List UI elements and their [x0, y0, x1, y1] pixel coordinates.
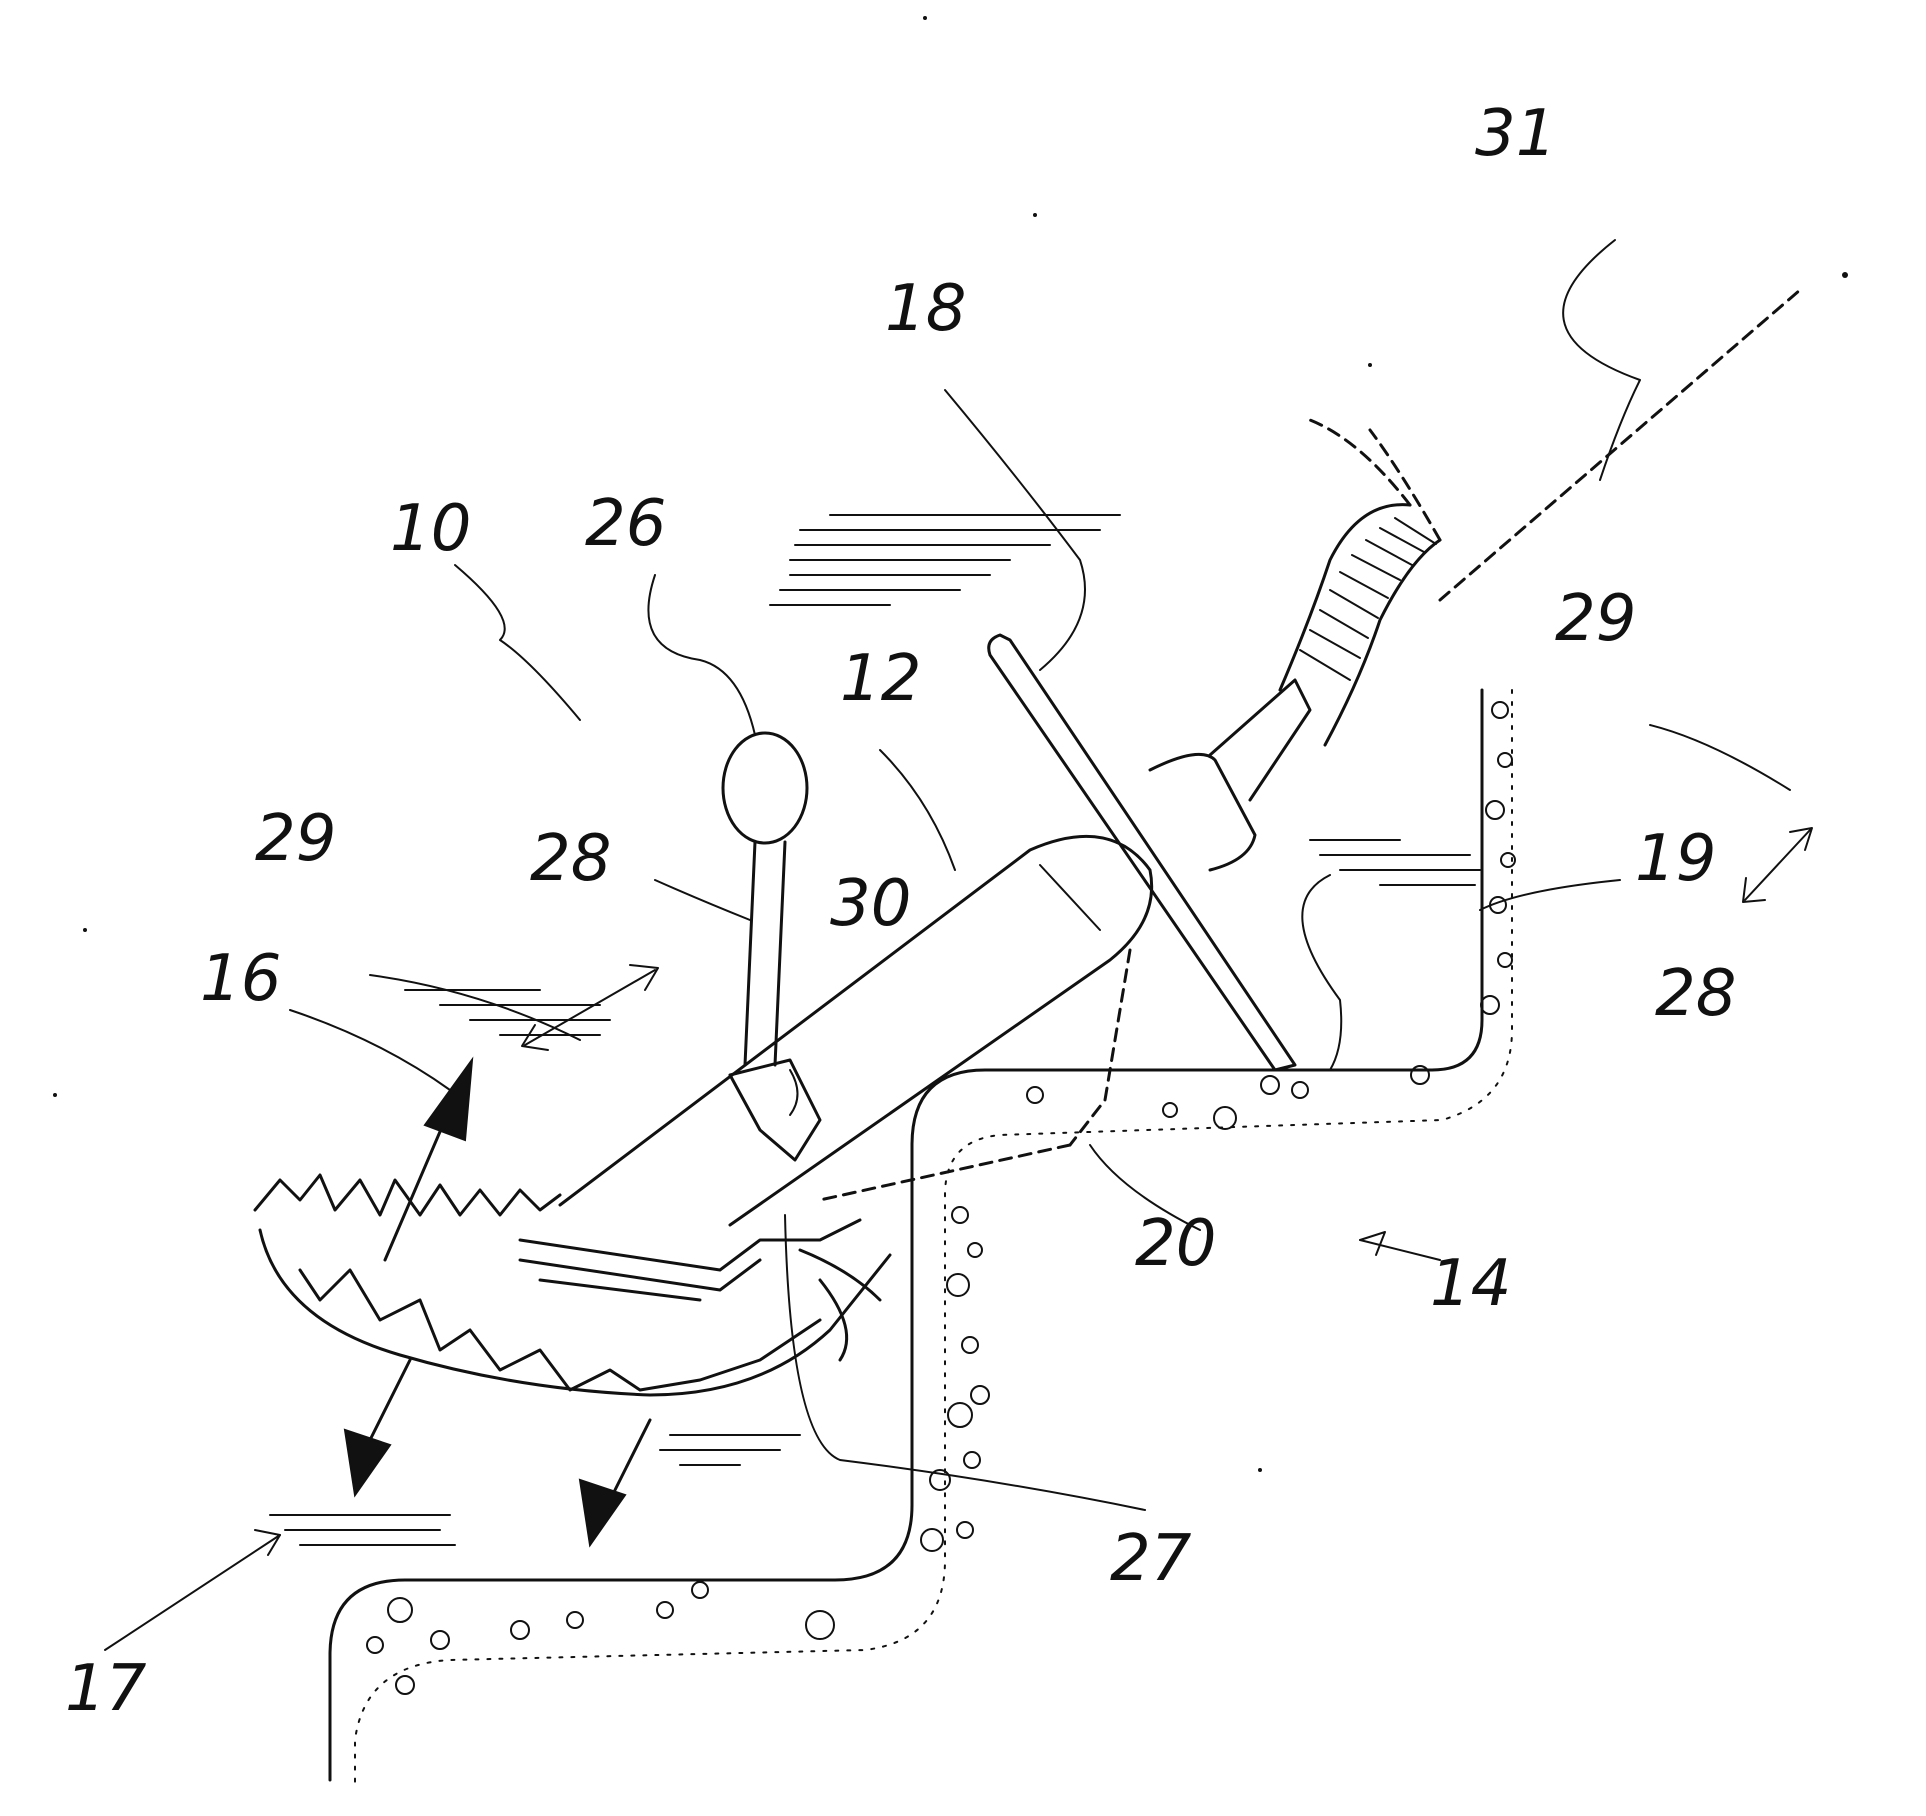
- specks: [53, 16, 1848, 1472]
- label-14: 14: [1430, 1247, 1511, 1321]
- label-17: 17: [65, 1652, 147, 1726]
- label-29-left: 29: [255, 802, 336, 876]
- label-31: 31: [1475, 97, 1556, 171]
- label-28-right: 28: [1655, 957, 1736, 1031]
- label-20: 20: [1135, 1207, 1216, 1281]
- label-16: 16: [200, 942, 281, 1016]
- reference-labels: 31 18 10 26 12 29 28 30 16 29 19 28 20 1…: [65, 97, 1736, 1726]
- pool-cleaner: [255, 290, 1800, 1395]
- label-19: 19: [1635, 822, 1716, 896]
- label-29-right: 29: [1555, 582, 1636, 656]
- label-10: 10: [390, 492, 471, 566]
- label-30: 30: [830, 867, 911, 941]
- label-26: 26: [585, 487, 666, 561]
- label-27: 27: [1110, 1522, 1192, 1596]
- label-28-left: 28: [530, 822, 611, 896]
- label-12: 12: [840, 642, 921, 716]
- motion-arrows: [345, 828, 1812, 1545]
- label-18: 18: [885, 272, 966, 346]
